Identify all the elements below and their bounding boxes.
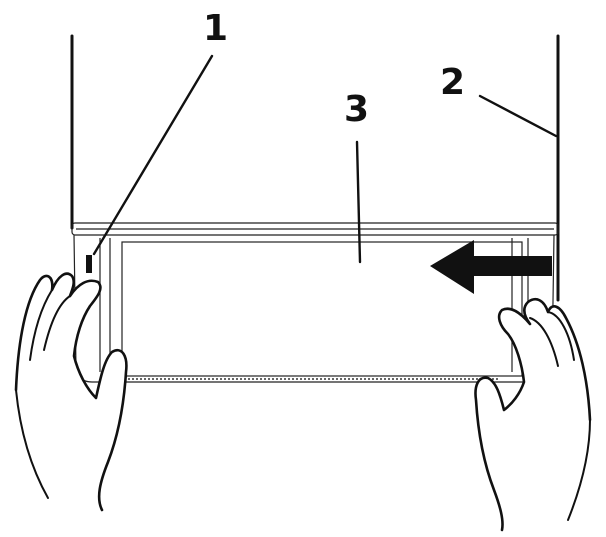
drawer-front-panel [121, 241, 523, 377]
leader-line-3 [355, 140, 362, 264]
drawer-top-rim [71, 222, 559, 236]
right-wrist-line [567, 419, 591, 521]
callout-2-label: 2 [440, 62, 465, 103]
right-finger-line-1 [547, 311, 575, 361]
drawer [71, 222, 559, 383]
callout-1-label: 1 [203, 8, 228, 49]
leader-line-1 [92, 54, 214, 256]
left-finger-line-2 [43, 295, 71, 351]
leader-line-2 [478, 94, 558, 138]
right-finger-line-2 [529, 317, 559, 367]
right-hand-outline [474, 298, 592, 532]
right-hand [474, 298, 592, 532]
left-hand-outline [14, 272, 128, 512]
left-hand [14, 272, 128, 512]
callout-3-label: 3 [344, 89, 369, 130]
left-finger-line-1 [29, 289, 53, 361]
cabinet-walls [70, 34, 560, 302]
latch [86, 255, 92, 273]
left-wrist-line [15, 389, 49, 499]
arrow-left-icon [430, 240, 552, 294]
